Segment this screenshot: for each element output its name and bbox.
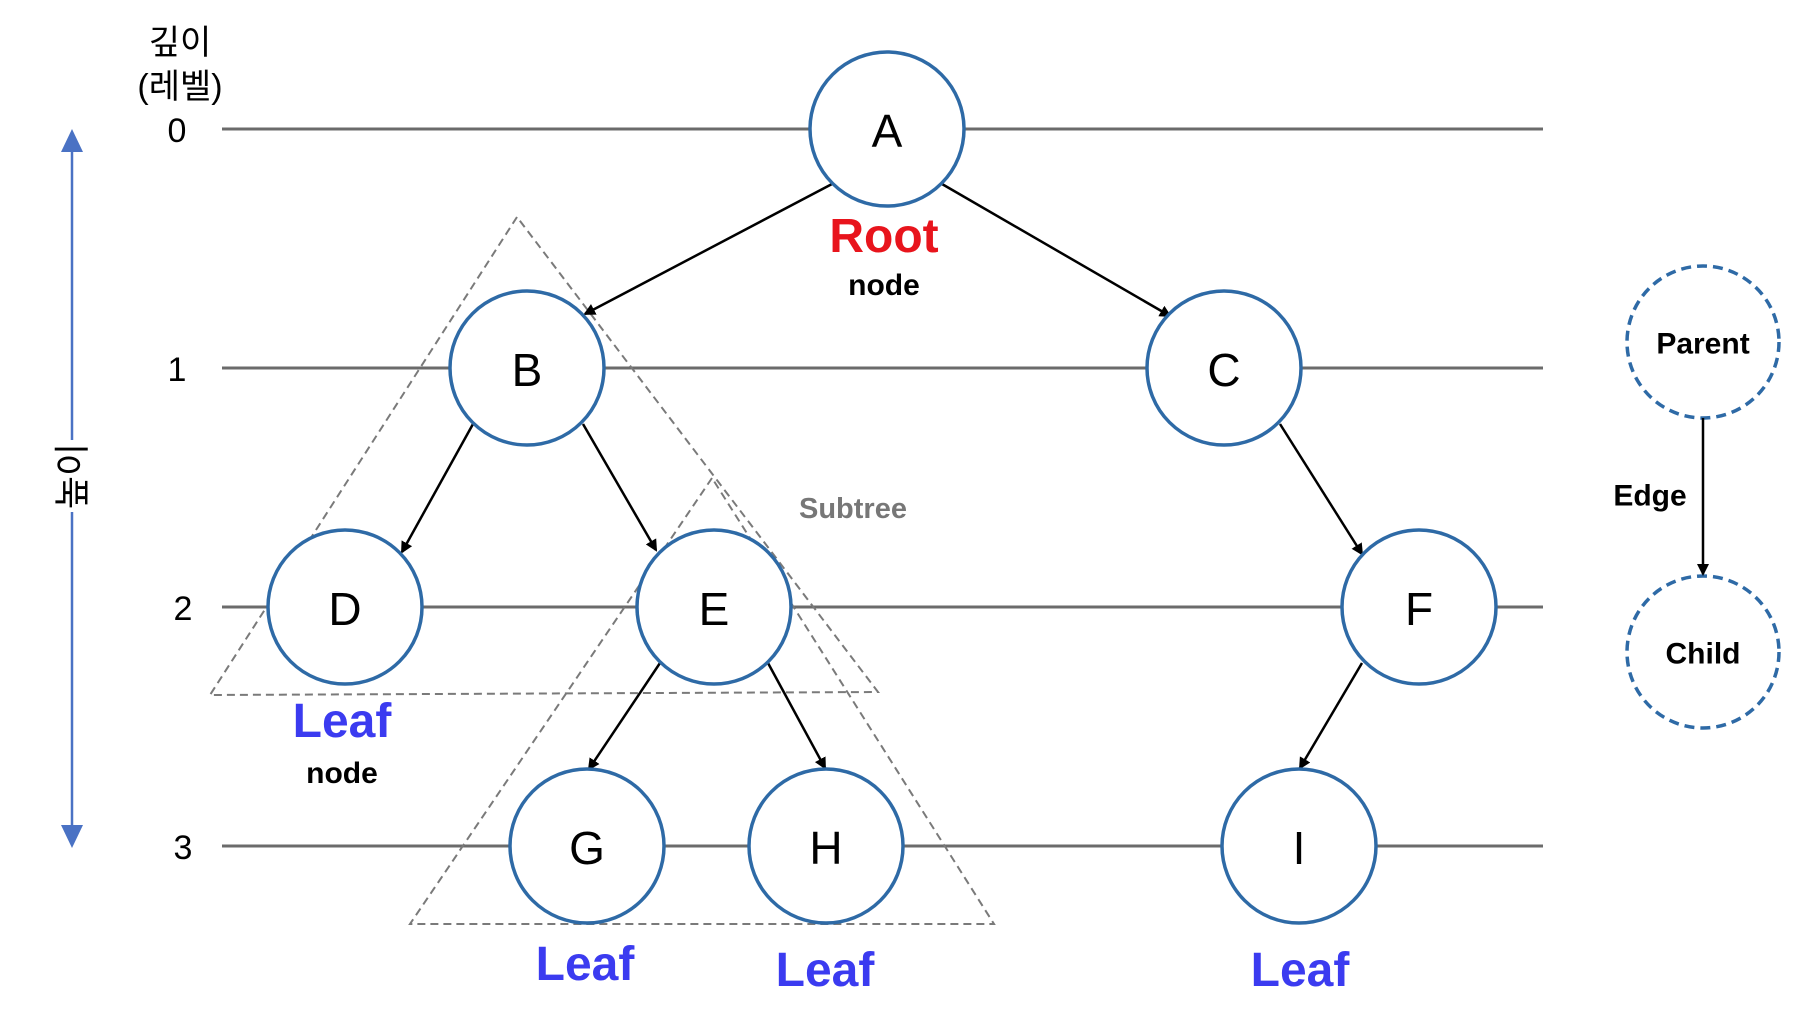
leaf-annotation-i: Leaf — [1251, 944, 1351, 997]
node-i[interactable] — [1220, 767, 1378, 925]
node-f-label: F — [1405, 583, 1433, 635]
legend-edge-label: Edge — [1613, 480, 1686, 513]
depth-label-level: (레벨) — [137, 68, 222, 106]
node-b[interactable] — [448, 289, 606, 447]
leaf-annotation-g: Leaf — [536, 938, 636, 991]
node-c-label: C — [1207, 344, 1240, 396]
node-b-label: B — [512, 344, 543, 396]
edge-a-b — [583, 182, 833, 316]
level-number-3: 3 — [174, 829, 193, 867]
edge-e-g — [587, 662, 662, 771]
subtree-label: Subtree — [799, 493, 907, 525]
root-node-caption: node — [848, 269, 920, 302]
leaf-annotation-d: Leaf — [293, 695, 393, 748]
edge-a-c — [941, 182, 1172, 318]
legend-parent-label: Parent — [1656, 328, 1749, 361]
node-d-label: D — [328, 583, 361, 635]
legend: Parent Child Edge — [1613, 264, 1781, 730]
level-number-0: 0 — [168, 112, 187, 150]
node-d[interactable] — [266, 528, 424, 686]
height-arrow-down-icon — [61, 825, 83, 848]
edge-b-e — [581, 423, 658, 552]
node-a[interactable] — [808, 50, 966, 208]
node-a-label: A — [872, 105, 903, 157]
level-number-2: 2 — [174, 590, 193, 628]
edge-f-i — [1298, 662, 1364, 770]
edge-b-d — [400, 423, 475, 554]
height-axis — [61, 129, 83, 848]
node-f[interactable] — [1340, 528, 1498, 686]
edge-c-f — [1278, 423, 1364, 556]
subtree-outline-b — [208, 215, 881, 697]
leaf-node-caption: node — [306, 757, 378, 790]
depth-label: 깊이 — [149, 24, 212, 62]
legend-child-label: Child — [1666, 638, 1741, 671]
node-g[interactable] — [508, 767, 666, 925]
node-i-label: I — [1293, 822, 1306, 874]
edge-e-h — [766, 662, 827, 770]
node-g-label: G — [569, 822, 605, 874]
tree-nodes — [266, 50, 1498, 925]
height-label: 높이 — [52, 443, 93, 509]
tree-edges — [400, 182, 1364, 771]
node-e-label: E — [699, 583, 730, 635]
node-e[interactable] — [635, 528, 793, 686]
legend-child-circle — [1625, 574, 1781, 730]
node-h-label: H — [809, 822, 842, 874]
root-annotation: Root — [829, 210, 938, 263]
node-h[interactable] — [747, 767, 905, 925]
node-c[interactable] — [1145, 289, 1303, 447]
leaf-annotation-h: Leaf — [776, 944, 876, 997]
height-arrow-up-icon — [61, 129, 83, 152]
level-number-1: 1 — [168, 351, 187, 389]
